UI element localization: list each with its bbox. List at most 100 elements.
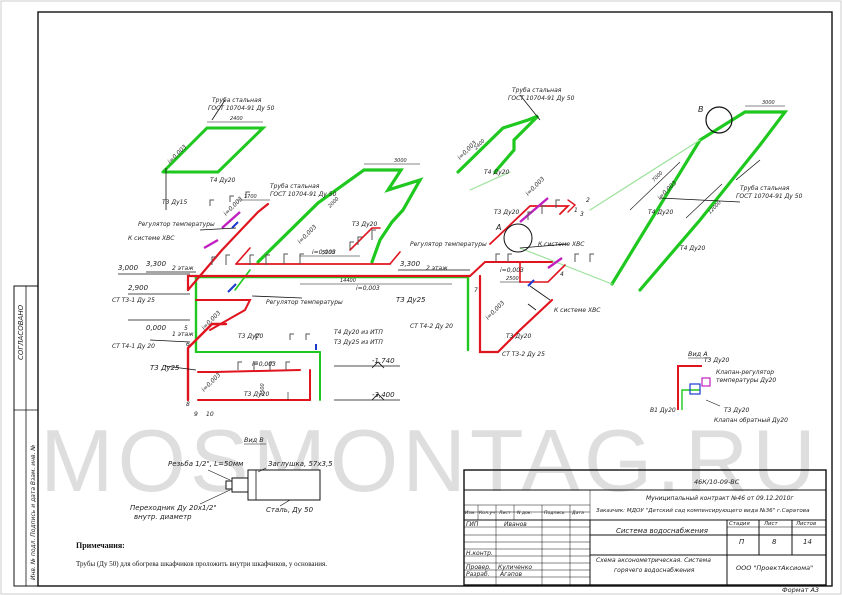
marker-b: В [698, 105, 704, 114]
marker-4: 4 [560, 271, 564, 278]
t3-du15: Т3 Ду15 [162, 199, 187, 206]
hdr-ndok: N док. [517, 510, 532, 516]
gip-role: ГИП [466, 521, 479, 528]
to-hvs-c: К системе ХВС [554, 307, 601, 314]
razr-name: Агапов [499, 571, 523, 578]
slope-8: i=0,003 [484, 299, 506, 321]
view-b-plug: Заглушка, 57х3,5 [268, 460, 333, 468]
steel-pipe-b-gost: ГОСТ 10704-91 Ду 50 [270, 191, 337, 198]
doc-code: 46К/10-09-ВС [694, 478, 740, 486]
stage-header: Стадия [729, 521, 750, 527]
level-3400: -3,400 [372, 391, 395, 399]
hdr-podp: Подпись [544, 510, 565, 516]
t3-du20-b: Т3 Ду20 [494, 209, 519, 216]
marker-3: 3 [580, 211, 584, 218]
hdr-list: Лист [498, 510, 511, 516]
marker-7: 7 [474, 287, 478, 294]
hdr-data: Дата [571, 510, 584, 516]
level-3000: 3,000 [118, 264, 139, 272]
hdr-kol: Кол.уч [479, 510, 495, 516]
view-b-adapter2: внутр. диаметр [134, 513, 192, 521]
dim-1700: 1700 [244, 194, 257, 200]
level-3300-b: 3,300 [400, 260, 421, 268]
view-b-detail: Вид В Резьба 1/2", L=50мм Заглушка, 57х3… [130, 436, 333, 521]
view-a-v1: В1 Ду20 [650, 407, 676, 414]
view-b-thread: Резьба 1/2", L=50мм [168, 460, 244, 468]
t4-du20-c: Т4 Ду20 [648, 209, 673, 216]
system-name: Система водоснабжения [616, 527, 708, 535]
level-2900: 2,900 [128, 284, 149, 292]
sheet-title-1: Схема аксонометрическая. Система [596, 557, 711, 564]
view-a-t3: Т3 Ду20 [704, 357, 729, 364]
steel-pipe-d: Труба стальная [740, 185, 790, 192]
st-t4-2: СТ Т4-2 Ду 20 [410, 323, 453, 330]
marker-6: 6 [186, 341, 190, 348]
nkontr: Н.контр. [466, 550, 493, 557]
slope-1: i=0,003 [166, 143, 188, 165]
leaders [118, 94, 761, 401]
t4-from-itp: Т4 Ду20 из ИТП [334, 329, 383, 336]
steel-pipe-c-gost: ГОСТ 10704-91 Ду 50 [508, 95, 575, 102]
steel-pipe-b: Труба стальная [270, 183, 320, 190]
slope-12: i=0,003 [252, 361, 276, 368]
marker-1: 1 [574, 207, 578, 214]
marker-2: 2 [586, 197, 590, 204]
dim-12000: 12000 [707, 200, 722, 215]
stage-value: П [739, 538, 745, 546]
dim-3500: 3500 [260, 383, 266, 396]
sheet-value: 8 [772, 538, 777, 546]
razr-role: Разраб. [466, 571, 490, 578]
notes-text: Трубы (Ду 50) для обогрева шкафчиков про… [76, 560, 327, 568]
gip-name: Иванов [504, 521, 527, 528]
dim-3000-a: 3000 [394, 158, 407, 164]
sheets-value: 14 [803, 538, 812, 546]
inv-sign-label: Инв. № подл. Подпись и дата Взам. инв. № [30, 444, 37, 580]
regulator-a: Регулятор температуры [138, 221, 215, 228]
customer: Заказчик: МДОУ "Детский сад компенсирующ… [596, 508, 810, 514]
t3-du25-a: Т3 Ду25 [396, 296, 426, 304]
t3-du20-a: Т3 Ду20 [352, 221, 377, 228]
level-1740: -1,740 [372, 357, 395, 365]
sheet-header: Лист [763, 521, 779, 527]
view-a-title: Вид А [688, 350, 708, 358]
org-name: ООО "ПроектАксиома" [736, 564, 813, 572]
marker-a: А [495, 223, 501, 232]
view-a-check: Клапан обратный Ду20 [714, 417, 788, 424]
st-t3-2: СТ Т3-2 Ду 25 [502, 351, 545, 358]
agreed-label: СОГЛАСОВАНО [17, 304, 25, 360]
view-a-t3b: Т3 Ду20 [724, 407, 749, 414]
st-t4-1: СТ Т4-1 Ду 20 [112, 343, 155, 350]
marker-5: 5 [184, 325, 188, 332]
steel-pipe-a-gost: ГОСТ 10704-91 Ду 50 [208, 105, 275, 112]
prov-name: Куличенко [498, 564, 532, 571]
t4-du20-a: Т4 Ду20 [210, 177, 235, 184]
t4-du20-b: Т4 Ду20 [484, 169, 509, 176]
t3-du20-c: Т3 Ду20 [238, 333, 263, 340]
t3-from-itp: Т3 Ду25 из ИТП [334, 339, 383, 346]
t3-du25-b: Т3 Ду25 [150, 364, 180, 372]
slope-6: i=0,003 [524, 175, 546, 197]
side-stamp: СОГЛАСОВАНО Инв. № подл. Подпись и дата … [13, 285, 39, 587]
dim-2500: 2500 [506, 276, 519, 282]
steel-pipe-a: Труба стальная [212, 97, 262, 104]
t4-du20-d: Т4 Ду20 [680, 245, 705, 252]
title-block [463, 469, 827, 586]
hdr-izm: Изм. [465, 510, 476, 516]
steel-pipe-d-gost: ГОСТ 10704-91 Ду 50 [736, 193, 803, 200]
contract: Муниципальный контракт №46 от 09.12.2010… [646, 495, 794, 502]
view-b-adapter: Переходник Ду 20х1/2" [130, 504, 217, 512]
blue-valves [227, 221, 535, 350]
marker-8: 8 [186, 401, 190, 408]
floor-2-a: 2 этаж [172, 265, 194, 272]
dimension-lines [207, 105, 785, 400]
t3-du20-e: Т3 Ду20 [244, 391, 269, 398]
view-a-valve-reg: Клапан-регулятор [716, 369, 774, 376]
slope-4: i=0,003 [356, 285, 380, 292]
slope-2: i=0,003 [296, 223, 318, 245]
labels: Труба стальная ГОСТ 10704-91 Ду 50 Труба… [112, 87, 803, 418]
sheet-title-2: горячего водоснабжения [614, 567, 695, 574]
dim-5100: 5100 [322, 250, 335, 256]
format: Формат А3 [782, 586, 819, 594]
